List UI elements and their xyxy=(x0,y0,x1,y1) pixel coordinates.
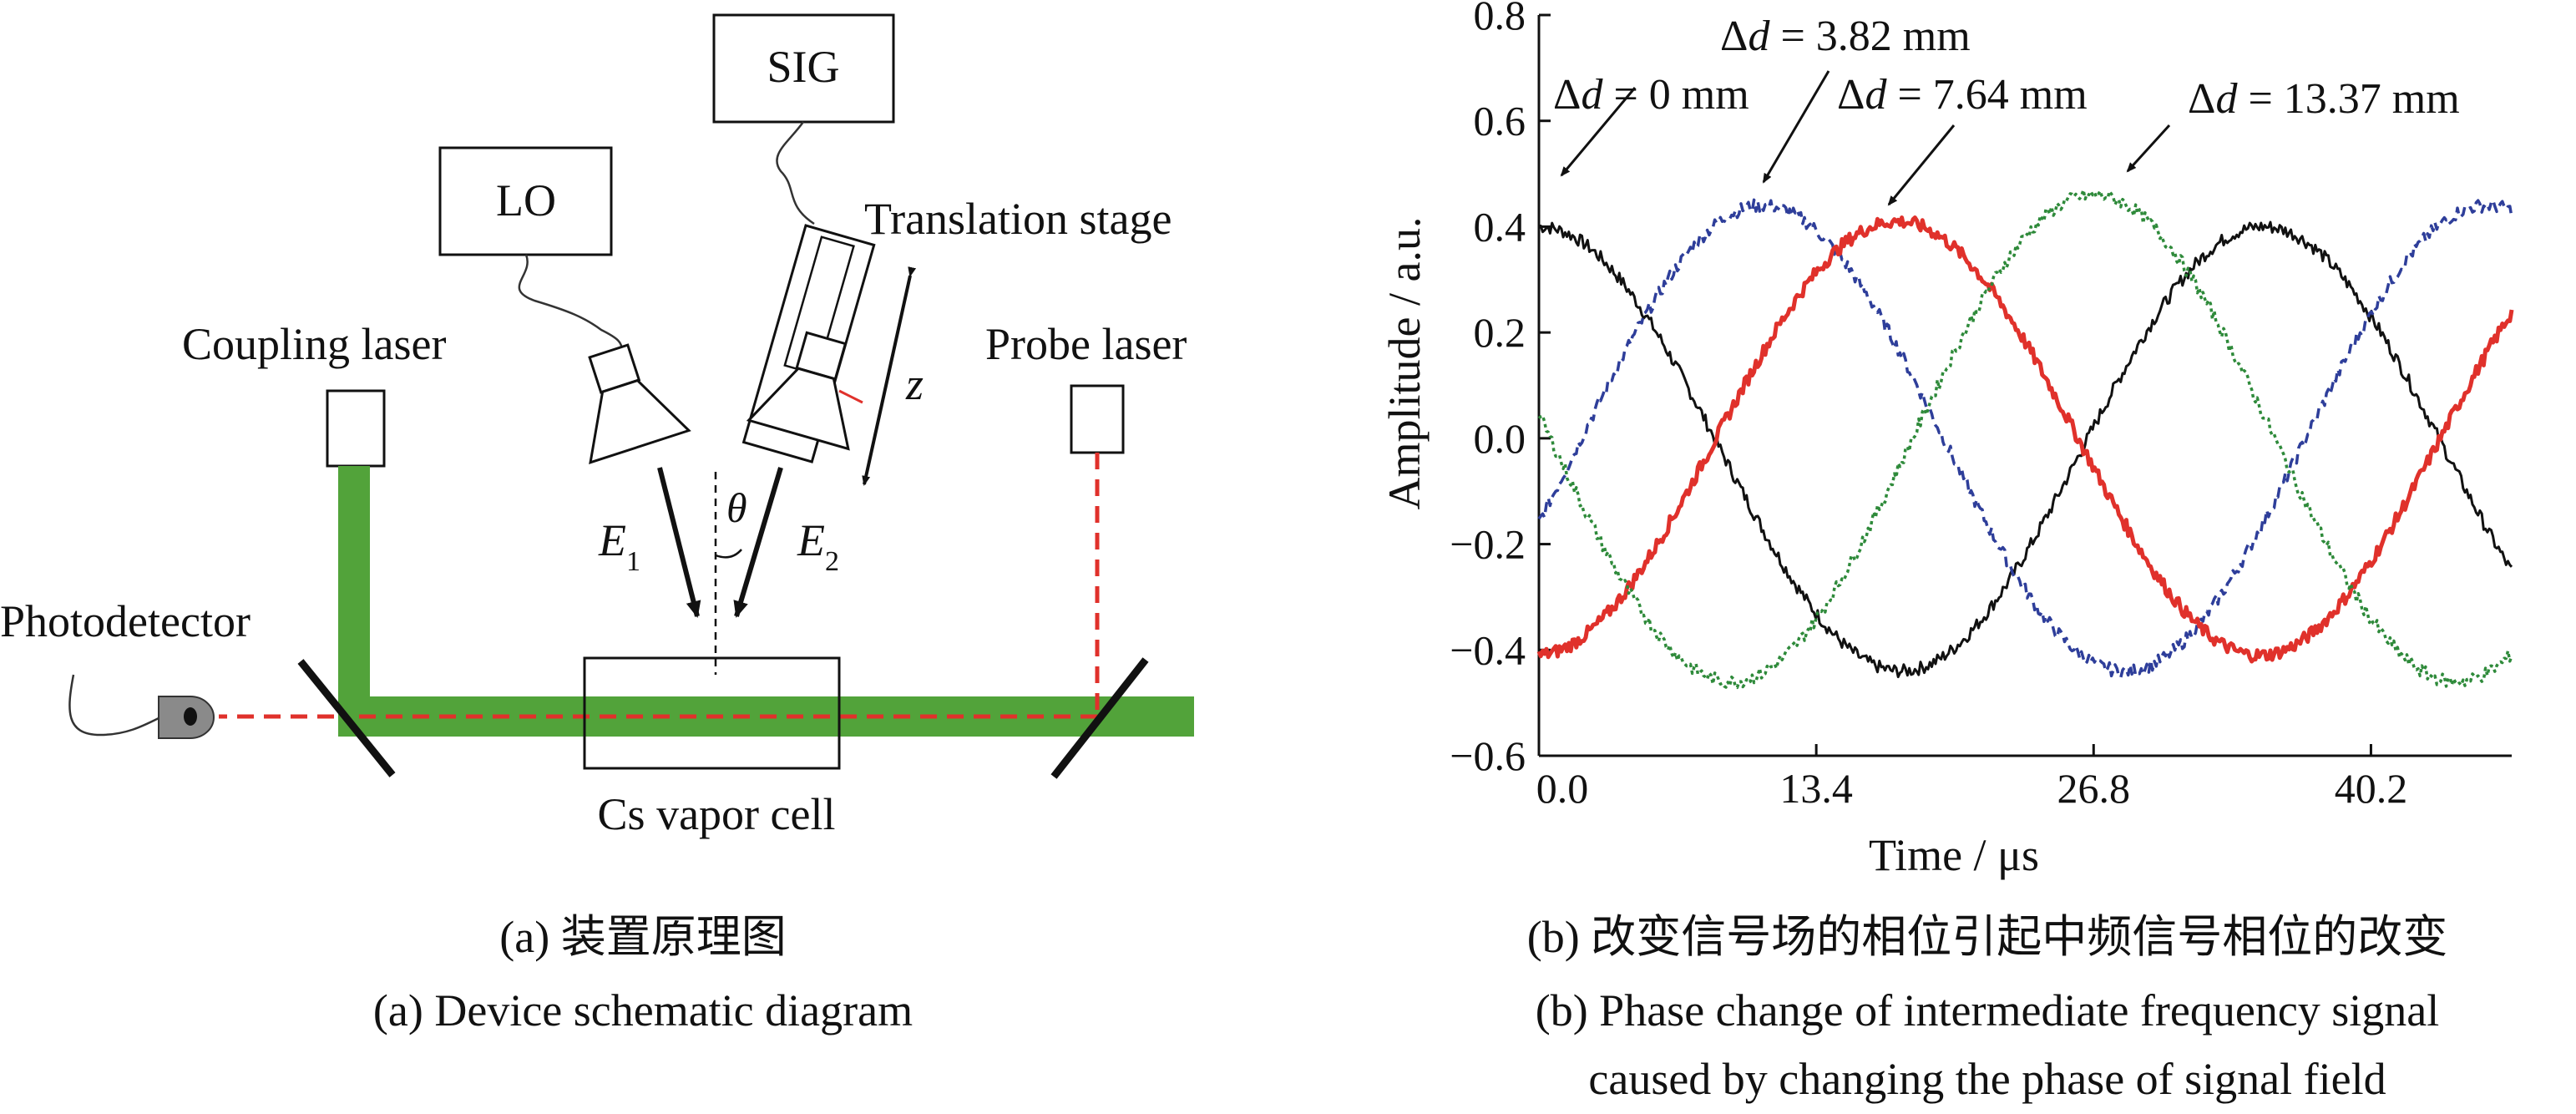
annotation-arrow-1 xyxy=(1762,70,1830,184)
series-line-2 xyxy=(1536,215,2514,664)
theta-label: θ xyxy=(726,484,747,531)
y-tick-label: 0.6 xyxy=(1474,98,1526,144)
x-tick-label: 13.4 xyxy=(1779,765,1853,812)
annotation-label-0: Δd = 0 mm xyxy=(1553,71,1749,119)
y-axis-label: Amplitude / a.u. xyxy=(1379,217,1430,510)
y-tick-label: −0.2 xyxy=(1450,521,1526,568)
probe-laser-label: Probe laser xyxy=(985,319,1187,369)
z-label: z xyxy=(905,359,924,409)
probe-laser-box xyxy=(1070,384,1125,454)
x-tick-label: 0.0 xyxy=(1536,765,1589,812)
photodetector-label: Photodetector xyxy=(0,596,251,646)
y-tick-label: −0.4 xyxy=(1450,626,1526,673)
series-line-0 xyxy=(1538,220,2513,679)
cs-cell xyxy=(583,656,841,770)
sig-box xyxy=(712,13,895,124)
annotation-label-1: Δd = 3.82 mm xyxy=(1720,13,1971,60)
stage-marker xyxy=(838,389,863,404)
annotation-label-2: Δd = 7.64 mm xyxy=(1837,71,2088,119)
lo-box xyxy=(438,146,613,256)
left-mirror xyxy=(297,659,396,777)
y-tick-label: 0.4 xyxy=(1474,203,1526,250)
translation-stage-label: Translation stage xyxy=(864,194,1172,244)
caption-a-en: (a) Device schematic diagram xyxy=(373,985,913,1036)
caption-b-en-line1: (b) Phase change of intermediate frequen… xyxy=(1536,985,2440,1036)
cs-cell-label: Cs vapor cell xyxy=(598,789,836,839)
lo-label: LO xyxy=(496,175,556,225)
coupling-laser-box xyxy=(326,389,386,468)
caption-b-en-line2: caused by changing the phase of signal f… xyxy=(1588,1054,2386,1104)
photodetector-cable xyxy=(68,674,159,737)
sig-label: SIG xyxy=(767,42,839,92)
theta-arc xyxy=(715,549,742,559)
e2-label: E2 xyxy=(797,515,839,577)
sig-cable xyxy=(776,121,815,225)
sig-horn xyxy=(746,331,850,451)
caption-b-cn: (b) 改变信号场的相位引起中频信号相位的改变 xyxy=(1527,912,2447,962)
y-tick-label: 0.0 xyxy=(1474,415,1526,462)
e1-arrow xyxy=(657,467,701,618)
chart-series xyxy=(1536,188,2514,690)
x-tick-label: 40.2 xyxy=(2335,765,2408,812)
right-mirror xyxy=(1050,657,1149,779)
coupling-beam-vertical xyxy=(338,466,370,717)
y-tick-label: −0.6 xyxy=(1450,732,1526,779)
y-tick-label: 0.8 xyxy=(1474,0,1526,38)
y-tick-label: 0.2 xyxy=(1474,309,1526,356)
e1-label: E1 xyxy=(598,515,640,577)
series-line-3 xyxy=(1537,188,2513,690)
annotation-label-3: Δd = 13.37 mm xyxy=(2188,75,2460,123)
annotation-arrow-2 xyxy=(1887,124,1956,206)
lo-horn xyxy=(588,343,691,465)
x-axis-label: Time / μs xyxy=(1869,830,2039,880)
caption-a-cn: (a) 装置原理图 xyxy=(499,912,786,962)
x-tick-label: 26.8 xyxy=(2057,765,2131,812)
annotation-arrow-3 xyxy=(2126,124,2171,173)
coupling-laser-label: Coupling laser xyxy=(182,319,446,369)
photodetector-body xyxy=(158,696,215,739)
annotation-arrow-0 xyxy=(1560,87,1637,177)
lo-cable xyxy=(518,254,624,352)
chart-annotations: Δd = 0 mm Δd = 3.82 mm Δd = 7.64 mm Δd = 13… xyxy=(1553,13,2460,206)
panel-a-schematic: SIG LO Translation stage z xyxy=(0,13,1194,839)
z-arrow xyxy=(862,266,917,486)
e2-arrow xyxy=(733,467,783,618)
series-line-1 xyxy=(1537,198,2513,680)
